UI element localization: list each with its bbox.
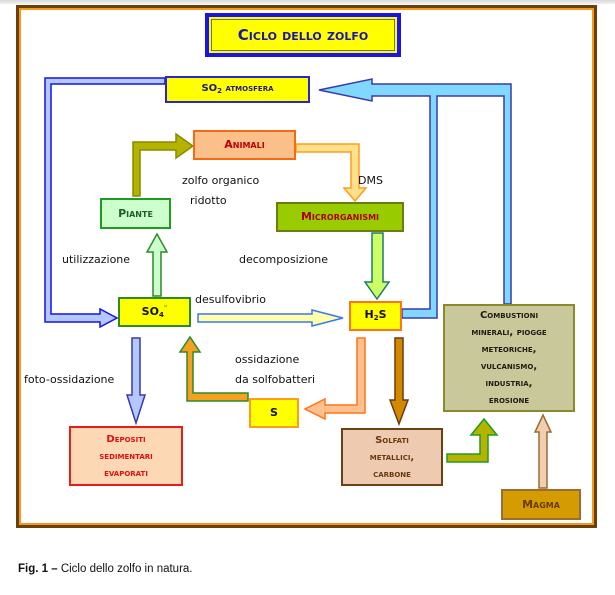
arrow-micro-to-h2s [363, 232, 391, 301]
arrow-magma-to-combust [533, 413, 553, 489]
arrow-s-to-so4 [178, 335, 249, 402]
node-microrganismi: Microrganismi [276, 202, 404, 232]
node-solfati-label: Solfati metallici, carbone [370, 432, 414, 483]
so2-sub: 2 [217, 86, 223, 95]
solfati-line: carbone [373, 468, 411, 480]
node-s-label: S [270, 406, 278, 419]
node-so2-label: SO2 atmosfera [201, 81, 273, 99]
combustioni-line: vulcanismo, [480, 361, 538, 372]
node-magma-label: Magma [522, 497, 560, 511]
so4-prefix: SO [141, 305, 159, 318]
h2s-prefix: H [364, 307, 374, 321]
node-animali: Animali [193, 130, 296, 160]
node-piante-label: Piante [118, 206, 153, 220]
combustioni-line: erosione [488, 395, 530, 406]
arrow-h2s-to-solfati [388, 337, 410, 427]
depositi-line: Depositi [106, 433, 146, 445]
node-so4-label: SO4¨ [142, 301, 168, 323]
node-so2-atmosfera: SO2 atmosfera [165, 76, 310, 103]
label-zolfo-organico: zolfo organico [182, 174, 260, 187]
label-foto-ossidazione: foto-ossidazione [24, 373, 115, 386]
label-ossidazione: ossidazione [235, 353, 300, 366]
label-desulfovibrio: desulfovibrio [195, 293, 266, 306]
node-h2s: H2S [349, 301, 402, 331]
h2s-suffix: S [378, 307, 387, 321]
depositi-line: sedimentari [99, 450, 153, 462]
caption-figure-number: Fig. 1 – [18, 563, 58, 575]
node-magma: Magma [501, 489, 581, 520]
depositi-line: evaporati [104, 467, 148, 479]
combustioni-line: meteoriche, [481, 344, 537, 355]
node-depositi: Depositi sedimentari evaporati [69, 426, 183, 486]
so4-sub: 4 [158, 311, 164, 319]
so2-prefix: SO [201, 82, 218, 94]
diagram-frame [16, 5, 597, 528]
node-combustioni: Combustioni minerali, piogge meteoriche,… [443, 304, 575, 412]
solfati-line: Solfati [375, 434, 409, 446]
arrow-so4-to-h2s [197, 309, 344, 327]
arrow-piante-to-animali [132, 132, 195, 197]
so4-charge: ¨ [163, 305, 168, 313]
label-decomposizione: decomposizione [239, 253, 329, 266]
combustioni-line: minerali, piogge [471, 327, 547, 338]
figure-caption: Fig. 1 – Ciclo dello zolfo in natura. [18, 563, 193, 575]
combustioni-line: Combustioni [479, 310, 539, 321]
node-micro-label: Microrganismi [300, 210, 380, 223]
node-depositi-label: Depositi sedimentari evaporati [99, 431, 153, 482]
node-piante: Piante [100, 198, 171, 229]
top-bar [0, 0, 615, 4]
node-so4: SO4¨ [118, 297, 191, 327]
node-animali-label: Animali [224, 138, 265, 151]
node-h2s-label: H2S [364, 307, 386, 326]
diagram-title-text: Ciclo dello zolfo [237, 26, 369, 44]
diagram-title: Ciclo dello zolfo [205, 13, 401, 57]
arrow-h2s-to-s [303, 337, 366, 421]
label-da-solfobatteri: da solfobatteri [235, 373, 316, 386]
arrow-so2-to-so4 [44, 77, 166, 329]
label-ridotto: ridotto [190, 194, 227, 207]
arrow-to-so2 [318, 78, 512, 319]
h2s-sub: 2 [373, 313, 379, 322]
so2-suffix: atmosfera [222, 82, 274, 94]
node-solfati: Solfati metallici, carbone [341, 428, 443, 486]
solfati-line: metallici, [369, 451, 415, 463]
arrow-solfati-to-combust [446, 417, 499, 463]
label-utilizzazione: utilizzazione [62, 253, 131, 266]
caption-text: Ciclo dello zolfo in natura. [57, 563, 193, 575]
node-s: S [249, 398, 299, 428]
arrow-animali-to-micro [295, 143, 368, 203]
node-combustioni-label: Combustioni minerali, piogge meteoriche,… [471, 307, 546, 409]
label-dms: DMS [358, 174, 383, 187]
arrow-so4-to-piante [145, 232, 169, 297]
combustioni-line: industria, [485, 378, 533, 389]
arrow-so4-to-depositi [125, 337, 147, 426]
